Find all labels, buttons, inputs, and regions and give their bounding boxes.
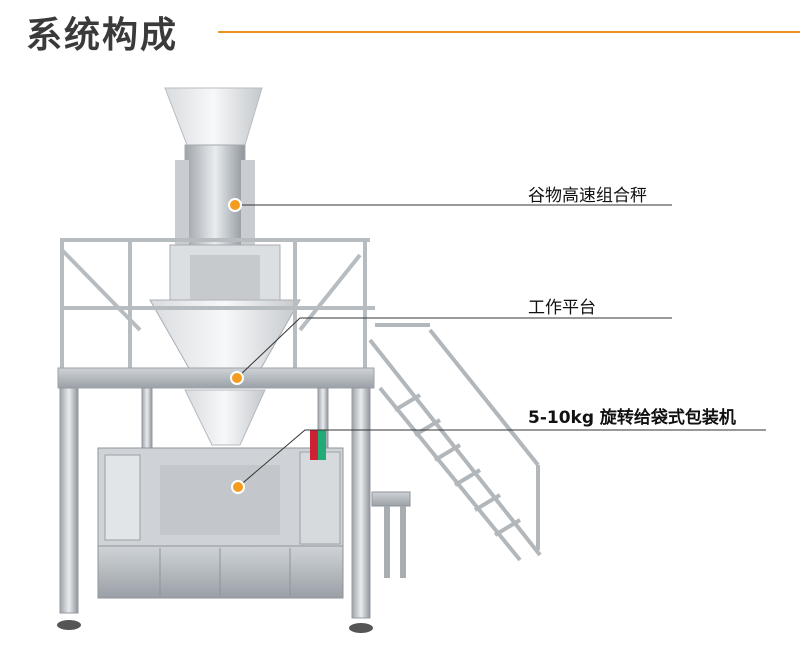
callout-marker xyxy=(228,198,242,212)
callout-label-weigher: 谷物高速组合秤 xyxy=(528,186,647,206)
callout-label-packer: 5-10kg 旋转给袋式包装机 xyxy=(528,408,736,428)
page-title: 系统构成 xyxy=(26,15,179,56)
rotary-packing-machine xyxy=(97,430,344,599)
stairs xyxy=(368,323,542,562)
combination-weigher xyxy=(149,87,301,371)
callout-label-platform: 工作平台 xyxy=(528,298,596,318)
callout-marker xyxy=(230,371,244,385)
callout-marker xyxy=(231,480,245,494)
title-divider xyxy=(218,31,800,33)
platform-deck xyxy=(57,367,375,389)
